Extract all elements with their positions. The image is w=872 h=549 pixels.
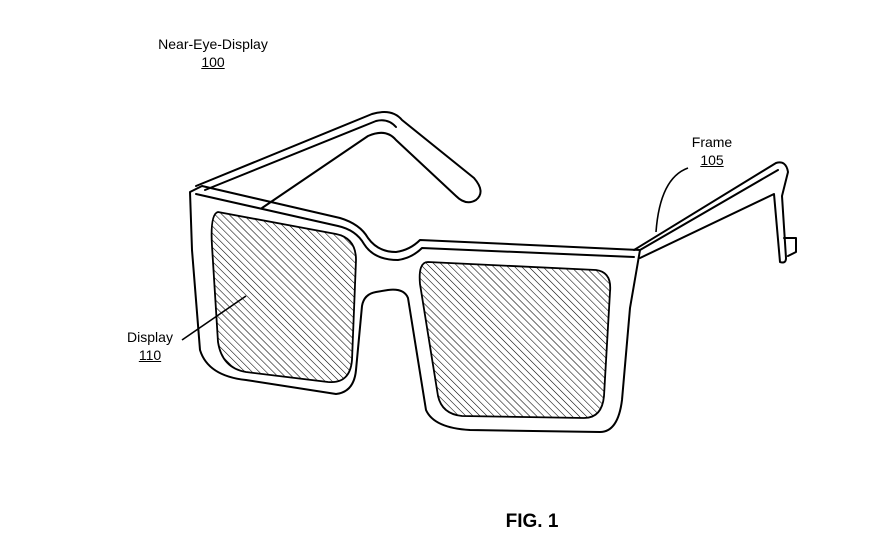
- right-lens: [418, 261, 612, 419]
- front-frame: [189, 185, 641, 433]
- near-eye-display-text: Near-Eye-Display: [158, 36, 268, 52]
- frame-leader-line: [655, 167, 689, 233]
- near-eye-display-label: Near-Eye-Display 100: [148, 35, 278, 71]
- display-label: Display 110: [118, 328, 182, 364]
- display-leader-line: [181, 295, 247, 341]
- left-temple-arm: [195, 111, 482, 209]
- display-ref: 110: [138, 347, 162, 363]
- frame-ref: 105: [700, 152, 724, 168]
- right-temple-arm: [633, 161, 789, 264]
- frame-label: Frame 105: [680, 133, 744, 169]
- left-lens: [210, 211, 357, 383]
- display-text: Display: [127, 329, 173, 345]
- figure-caption: FIG. 1: [505, 511, 559, 532]
- frame-text: Frame: [691, 134, 733, 150]
- near-eye-display-ref: 100: [201, 54, 225, 70]
